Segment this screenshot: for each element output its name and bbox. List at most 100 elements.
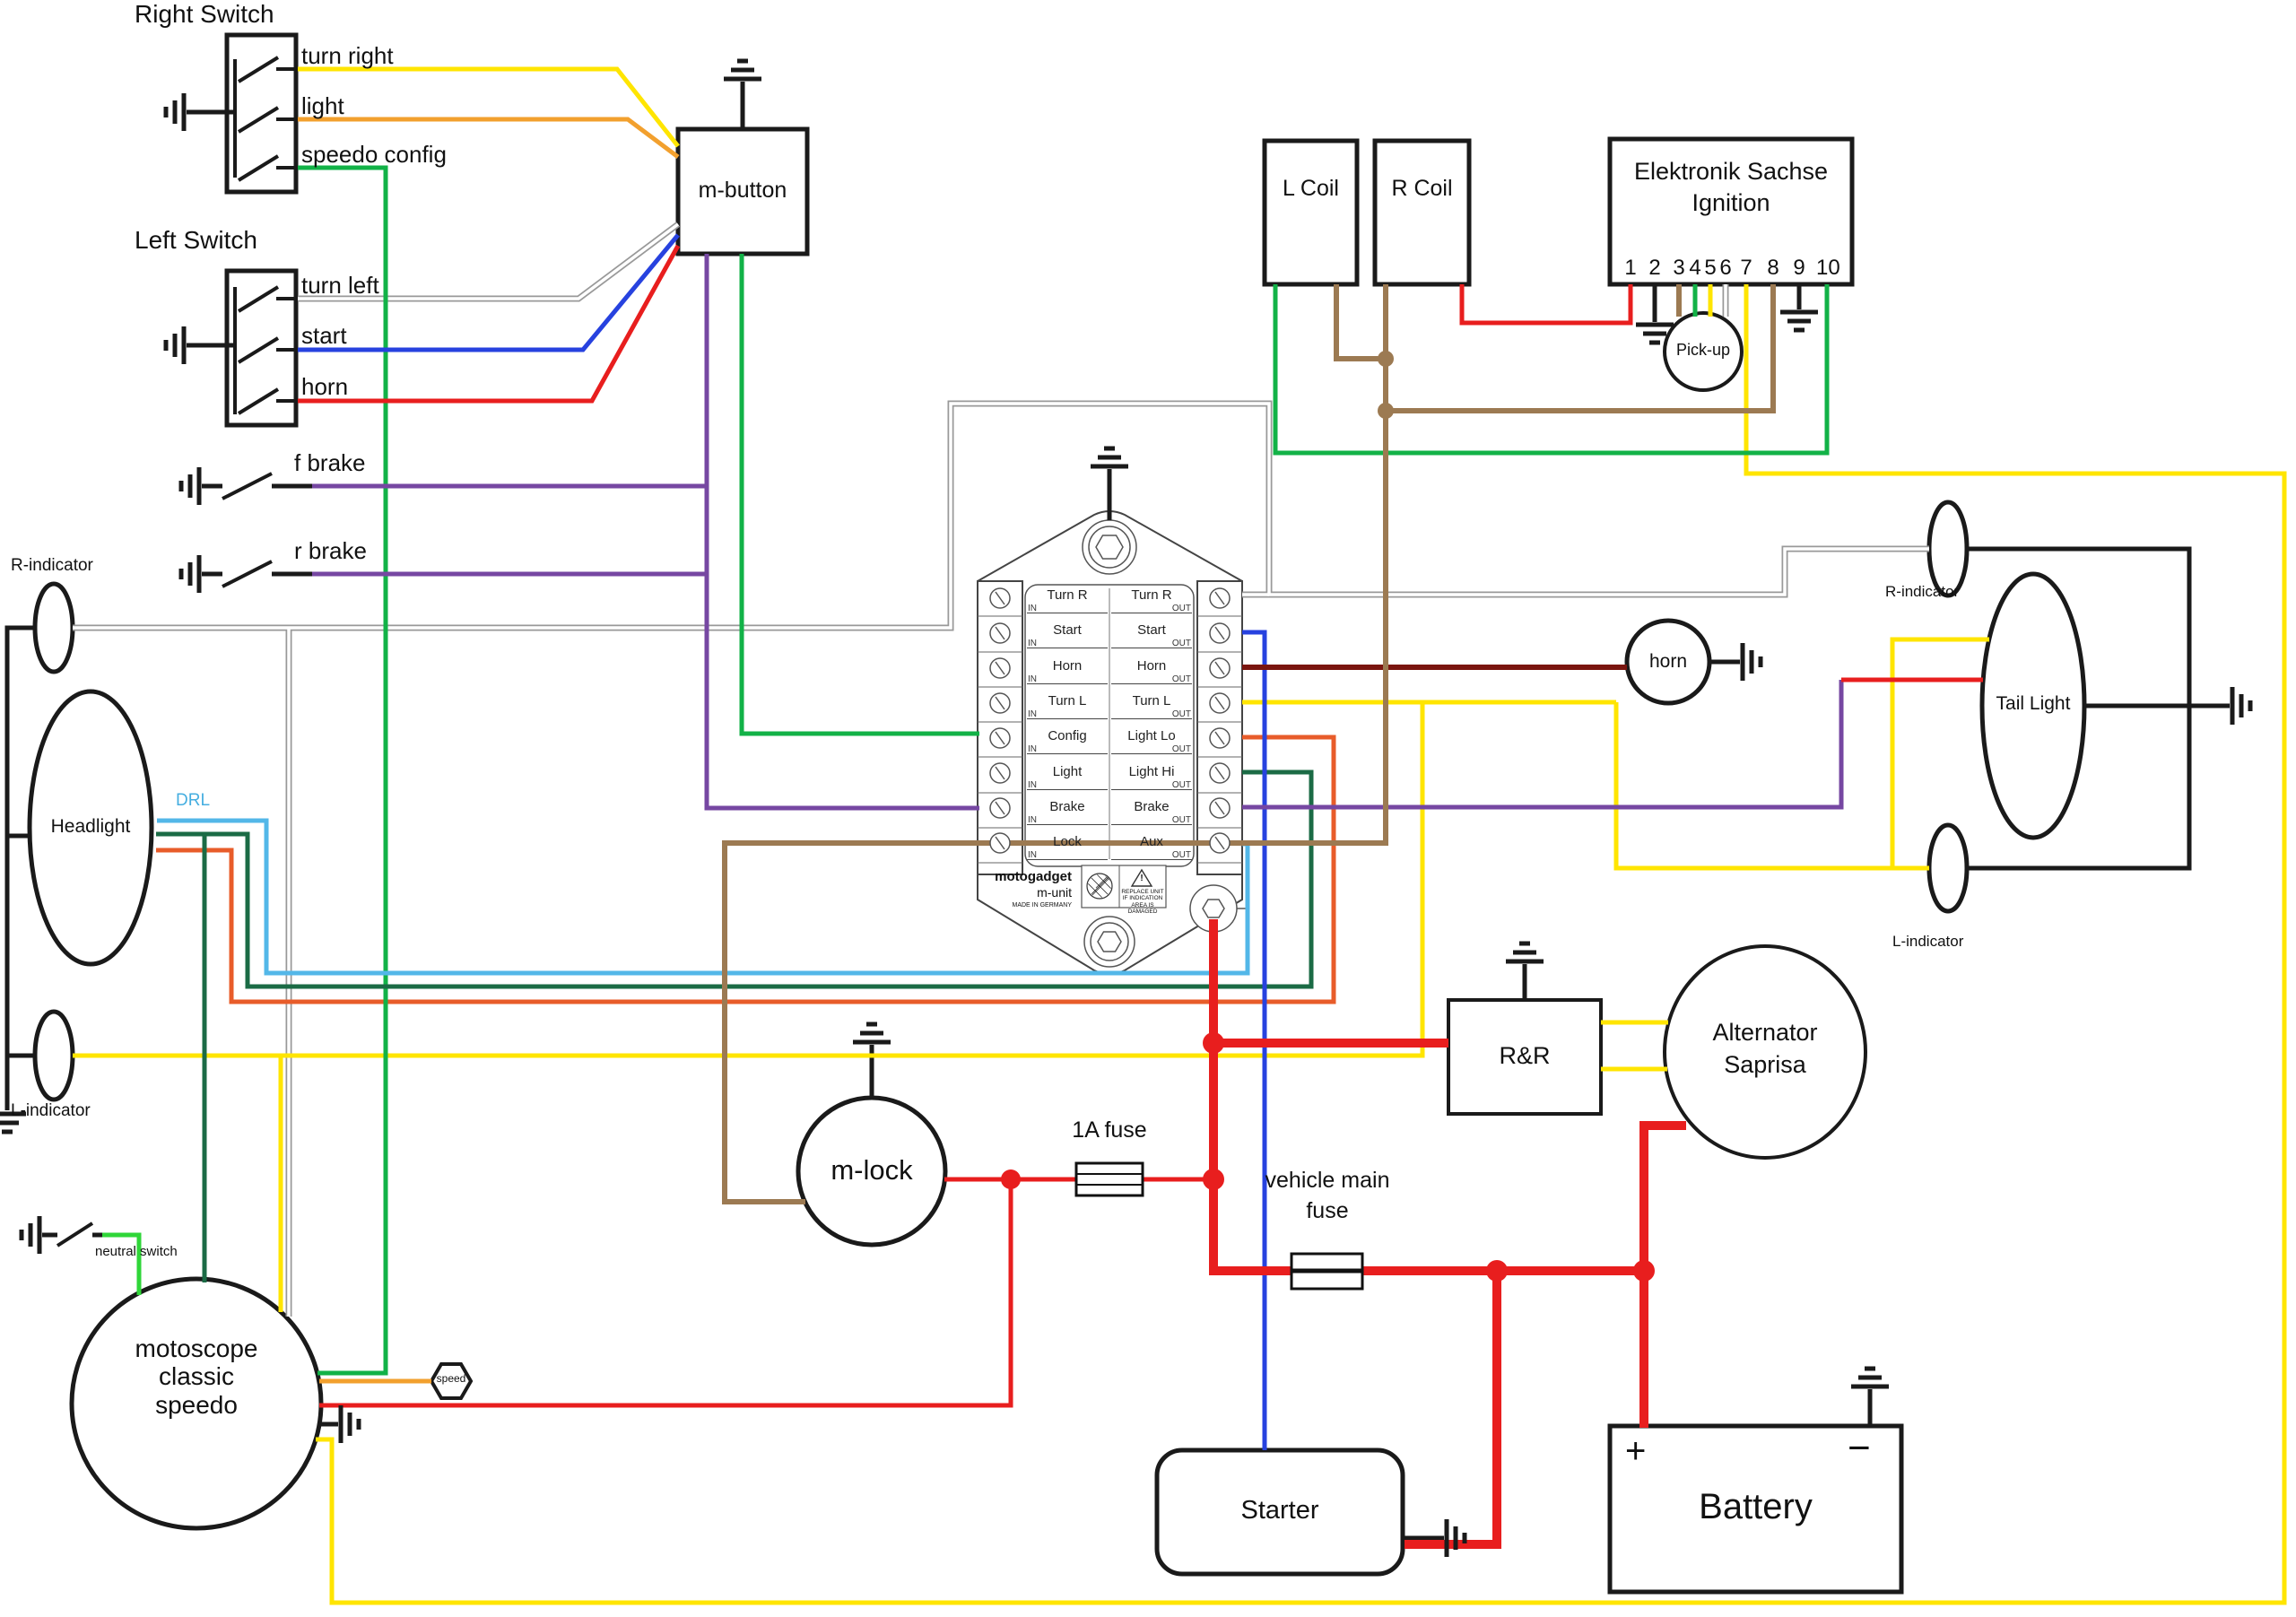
ground-icon <box>853 1024 891 1042</box>
wire-config-in <box>739 254 979 736</box>
wire-lock <box>722 411 1388 1204</box>
label-speedo-config: speedo config <box>301 141 447 168</box>
label-rear-l-indicator: L-indicator <box>1892 933 1964 950</box>
yellow-wires <box>73 66 2287 1605</box>
pin-10: 10 <box>1816 256 1840 280</box>
label-rear-r-indicator: R-indicator <box>1885 583 1960 600</box>
terminal-screw-icon <box>989 832 1011 854</box>
label-tail-light: Tail Light <box>1996 693 2071 714</box>
terminal-screw-icon <box>989 657 1011 679</box>
munit-row-label: Brake <box>1049 798 1085 814</box>
junction-dot <box>1378 351 1394 367</box>
label-drl: DRL <box>176 791 211 810</box>
ground-icon <box>1851 1369 1889 1387</box>
label-ignition-1: Elektronik Sachse <box>1633 158 1829 185</box>
ground-icon <box>166 93 184 131</box>
ground-icon <box>1743 643 1761 681</box>
wire-brake-in <box>704 254 979 811</box>
ground-icon <box>181 467 199 505</box>
wire-start-out <box>1242 630 1267 1450</box>
ground-icon <box>181 555 199 593</box>
terminal-screw-icon <box>1209 657 1231 679</box>
pin-4: 4 <box>1689 256 1701 280</box>
wire-light-hi <box>156 769 1314 989</box>
munit-row-label: IN <box>1028 639 1037 649</box>
left-switch-title: Left Switch <box>135 226 257 254</box>
wire-light-switch <box>298 117 680 159</box>
munit-row-label: IN <box>1028 674 1037 684</box>
munit-row-label: Config <box>1048 728 1087 744</box>
terminal-screw-icon <box>1209 692 1231 714</box>
label-f-brake: f brake <box>294 449 366 476</box>
munit-row-label: Horn <box>1136 657 1167 674</box>
terminal-screw-icon <box>989 622 1011 644</box>
battery-box <box>1607 1423 1904 1595</box>
label-front-r-indicator: R-indicator <box>11 556 93 575</box>
speedo-line3: speedo <box>155 1390 238 1419</box>
black-wires <box>4 82 2230 1541</box>
front-r-indicator <box>32 581 75 674</box>
wire-pin8 <box>1386 284 1776 413</box>
label-r-brake: r brake <box>294 537 367 564</box>
terminal-screw-icon <box>1209 762 1231 784</box>
munit-made: MADE IN GERMANY <box>1012 902 1072 908</box>
munit-row-label: Light Lo <box>1127 728 1176 744</box>
munit-warning-text: REPLACE UNIT IF INDICATION AREA IS DAMAG… <box>1121 889 1164 916</box>
ground-icon <box>341 1405 359 1443</box>
blue-wires <box>298 233 1267 1450</box>
munit-row-label: Start <box>1053 622 1082 639</box>
bolt-icon <box>1083 916 1135 968</box>
label-light: light <box>301 92 344 119</box>
terminal-screw-icon <box>989 797 1011 819</box>
munit-logo-badge <box>1081 865 1167 908</box>
headlight <box>27 689 154 967</box>
right-switch-title: Right Switch <box>135 0 274 28</box>
alternator-circle <box>1663 944 1867 1160</box>
label-starter: Starter <box>1240 1496 1319 1525</box>
munit-row-label: OUT <box>1171 674 1191 684</box>
pin-7: 7 <box>1740 256 1752 280</box>
ground-icon <box>1780 312 1818 330</box>
wire-turn-left <box>298 222 680 300</box>
label-speed-sensor: speed <box>436 1372 466 1385</box>
label-l-coil: L Coil <box>1283 176 1339 201</box>
main-fuse-symbol <box>1290 1252 1364 1291</box>
munit-model: m-unit <box>1037 885 1072 900</box>
wire-turn-right <box>298 66 680 148</box>
junction-dot <box>1378 403 1394 419</box>
dark-green-wires <box>156 769 1314 1282</box>
pin-9: 9 <box>1793 256 1805 280</box>
pin-3: 3 <box>1673 256 1685 280</box>
munit-row-label: Lock <box>1053 834 1082 850</box>
terminal-screw-icon <box>1209 587 1231 609</box>
ground-icon <box>2232 687 2250 725</box>
munit-row-label: OUT <box>1171 639 1191 649</box>
label-start: start <box>301 322 347 349</box>
label-r-coil: R Coil <box>1391 176 1453 201</box>
rr-box <box>1447 998 1603 1116</box>
rear-r-indicator <box>1926 500 1970 598</box>
pickup-circle <box>1663 311 1744 392</box>
label-rr: R&R <box>1499 1042 1551 1069</box>
label-battery-plus: + <box>1625 1431 1647 1471</box>
munit-row-label: IN <box>1028 779 1037 790</box>
pin-8: 8 <box>1767 256 1779 280</box>
bolt-icon <box>1082 519 1137 575</box>
wire-horn-switch <box>298 244 681 404</box>
